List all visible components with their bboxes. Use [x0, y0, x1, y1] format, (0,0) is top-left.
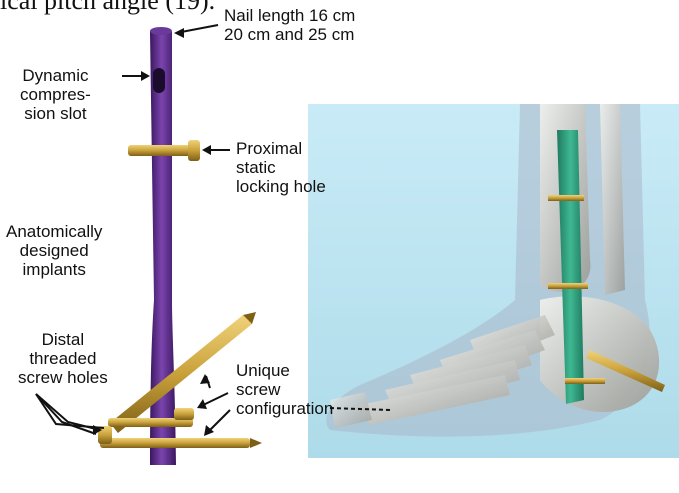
anatomic-line3: implants [6, 260, 102, 279]
anatomic-line2: designed [6, 241, 102, 260]
dynamic-slot-label: Dynamic compres- sion slot [20, 66, 91, 123]
nail-length-label: Nail length 16 cm 20 cm and 25 cm [224, 6, 355, 44]
dynamic-line1: Dynamic [20, 66, 91, 85]
proximal-hole-label: Proximal static locking hole [236, 139, 326, 196]
distal-holes-label: Distal threaded screw holes [18, 330, 108, 387]
dynamic-line3: sion slot [20, 104, 91, 123]
proximal-line2: static [236, 158, 326, 177]
anatomic-implants-label: Anatomically designed implants [6, 222, 102, 279]
proximal-line1: Proximal [236, 139, 326, 158]
anatomic-line1: Anatomically [6, 222, 102, 241]
unique-line1: Unique [236, 361, 333, 380]
implant-screw-mid [548, 283, 588, 289]
implant-screw-low [565, 378, 605, 384]
unique-line3: configuration [236, 399, 333, 418]
unique-line2: screw [236, 380, 333, 399]
proximal-line3: locking hole [236, 177, 326, 196]
nail-tip [150, 27, 172, 35]
distal-line1: Distal [18, 330, 108, 349]
implant-screw-top [548, 195, 584, 201]
nail-length-line1: Nail length 16 cm [224, 6, 355, 25]
unique-config-label: Unique screw configuration [236, 361, 333, 418]
distal-line3: screw holes [18, 368, 108, 387]
dynamic-compression-slot [153, 68, 165, 93]
dynamic-line2: compres- [20, 85, 91, 104]
nail-length-line2: 20 cm and 25 cm [224, 25, 355, 44]
distal-line2: threaded [18, 349, 108, 368]
